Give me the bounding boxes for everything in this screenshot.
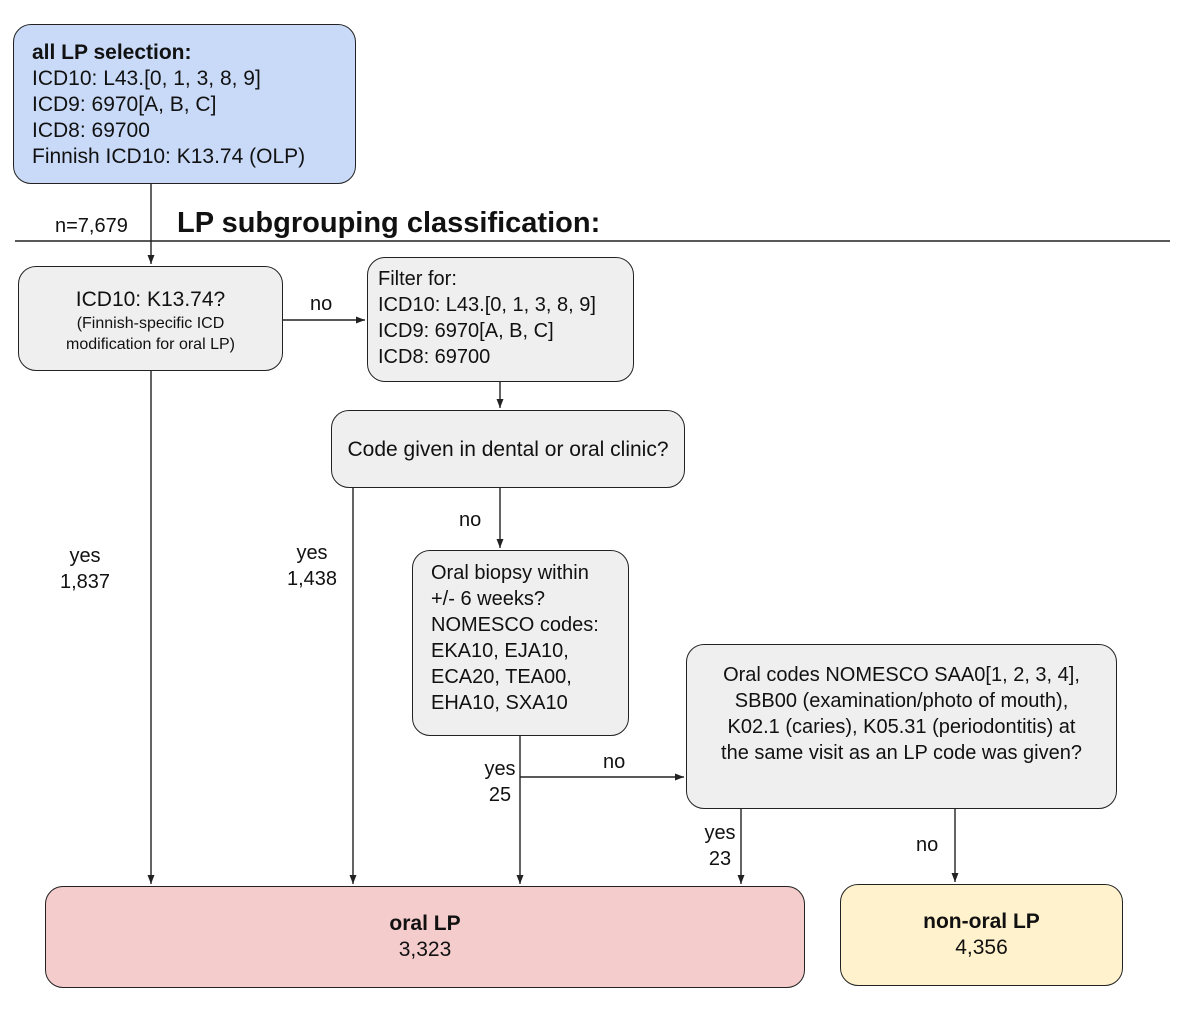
outcome-box-oral-lp: oral LP 3,323 [45,886,805,988]
oral-lp-title: oral LP [389,912,461,935]
decision-box-dental-clinic: Code given in dental or oral clinic? [331,410,685,488]
start-box-line: ICD9: 6970[A, B, C] [32,93,217,116]
q1-yes-text: yes [69,545,101,567]
q3-line: +/- 6 weeks? [431,588,545,610]
q4-line: the same visit as an LP code was given? [721,742,1082,764]
start-box-line: ICD8: 69700 [32,119,150,142]
q4-no-label: no [916,834,939,856]
outcome-box-non-oral-lp: non-oral LP 4,356 [840,884,1123,986]
q4-line: Oral codes NOMESCO SAA0[1, 2, 3, 4], [723,664,1080,686]
q3-yes-label: yes 25 [477,756,523,808]
q1-sub-text: modification for oral LP) [66,336,235,353]
filter-line: Filter for: [378,268,457,290]
filter-line: ICD8: 69700 [378,346,491,368]
decision-box-k1374: ICD10: K13.74? (Finnish-specific ICD mod… [18,266,283,371]
non-oral-lp-count: 4,356 [955,936,1008,959]
q3-no-label: no [603,751,626,773]
oral-lp-count: 3,323 [398,938,452,961]
filter-line: ICD9: 6970[A, B, C] [378,320,554,342]
filter-line: ICD10: L43.[0, 1, 3, 8, 9] [378,294,596,316]
q2-no-label: no [459,509,482,531]
start-box-title: all LP selection: [32,41,192,64]
q3-yes-text: yes [484,758,516,780]
non-oral-lp-title: non-oral LP [923,910,1040,933]
q1-main-text: ICD10: K13.74? [75,288,226,311]
q2-yes-text: yes [296,542,328,564]
q1-yes-count: 1,837 [59,571,111,593]
q3-line: EKA10, EJA10, [431,640,569,662]
q2-yes-label: yes 1,438 [282,540,342,592]
start-box-all-lp-selection: all LP selection: ICD10: L43.[0, 1, 3, 8… [13,24,356,184]
q3-line: NOMESCO codes: [431,614,599,636]
q1-no-label: no [310,293,333,315]
q1-sub-text: (Finnish-specific ICD [76,315,225,332]
q4-line: SBB00 (examination/photo of mouth), [734,690,1069,712]
q4-yes-count: 23 [708,848,732,870]
section-title: LP subgrouping classification: [177,207,601,239]
decision-box-oral-biopsy: Oral biopsy within +/- 6 weeks? NOMESCO … [412,550,629,736]
start-box-line: ICD10: L43.[0, 1, 3, 8, 9] [32,67,261,90]
start-count-label: n=7,679 [55,215,128,237]
q2-yes-count: 1,438 [286,568,338,590]
q4-yes-text: yes [704,822,736,844]
q3-line: EHA10, SXA10 [431,692,568,714]
q1-yes-label: yes 1,837 [55,543,115,595]
q4-line: K02.1 (caries), K05.31 (periodontitis) a… [727,716,1076,738]
decision-box-oral-codes: Oral codes NOMESCO SAA0[1, 2, 3, 4], SBB… [686,644,1117,809]
start-box-line: Finnish ICD10: K13.74 (OLP) [32,145,306,168]
q4-yes-label: yes 23 [697,820,743,872]
q3-line: Oral biopsy within [431,562,589,584]
filter-box: Filter for: ICD10: L43.[0, 1, 3, 8, 9] I… [367,257,634,382]
q3-yes-count: 25 [488,784,512,806]
q3-line: ECA20, TEA00, [431,666,572,688]
